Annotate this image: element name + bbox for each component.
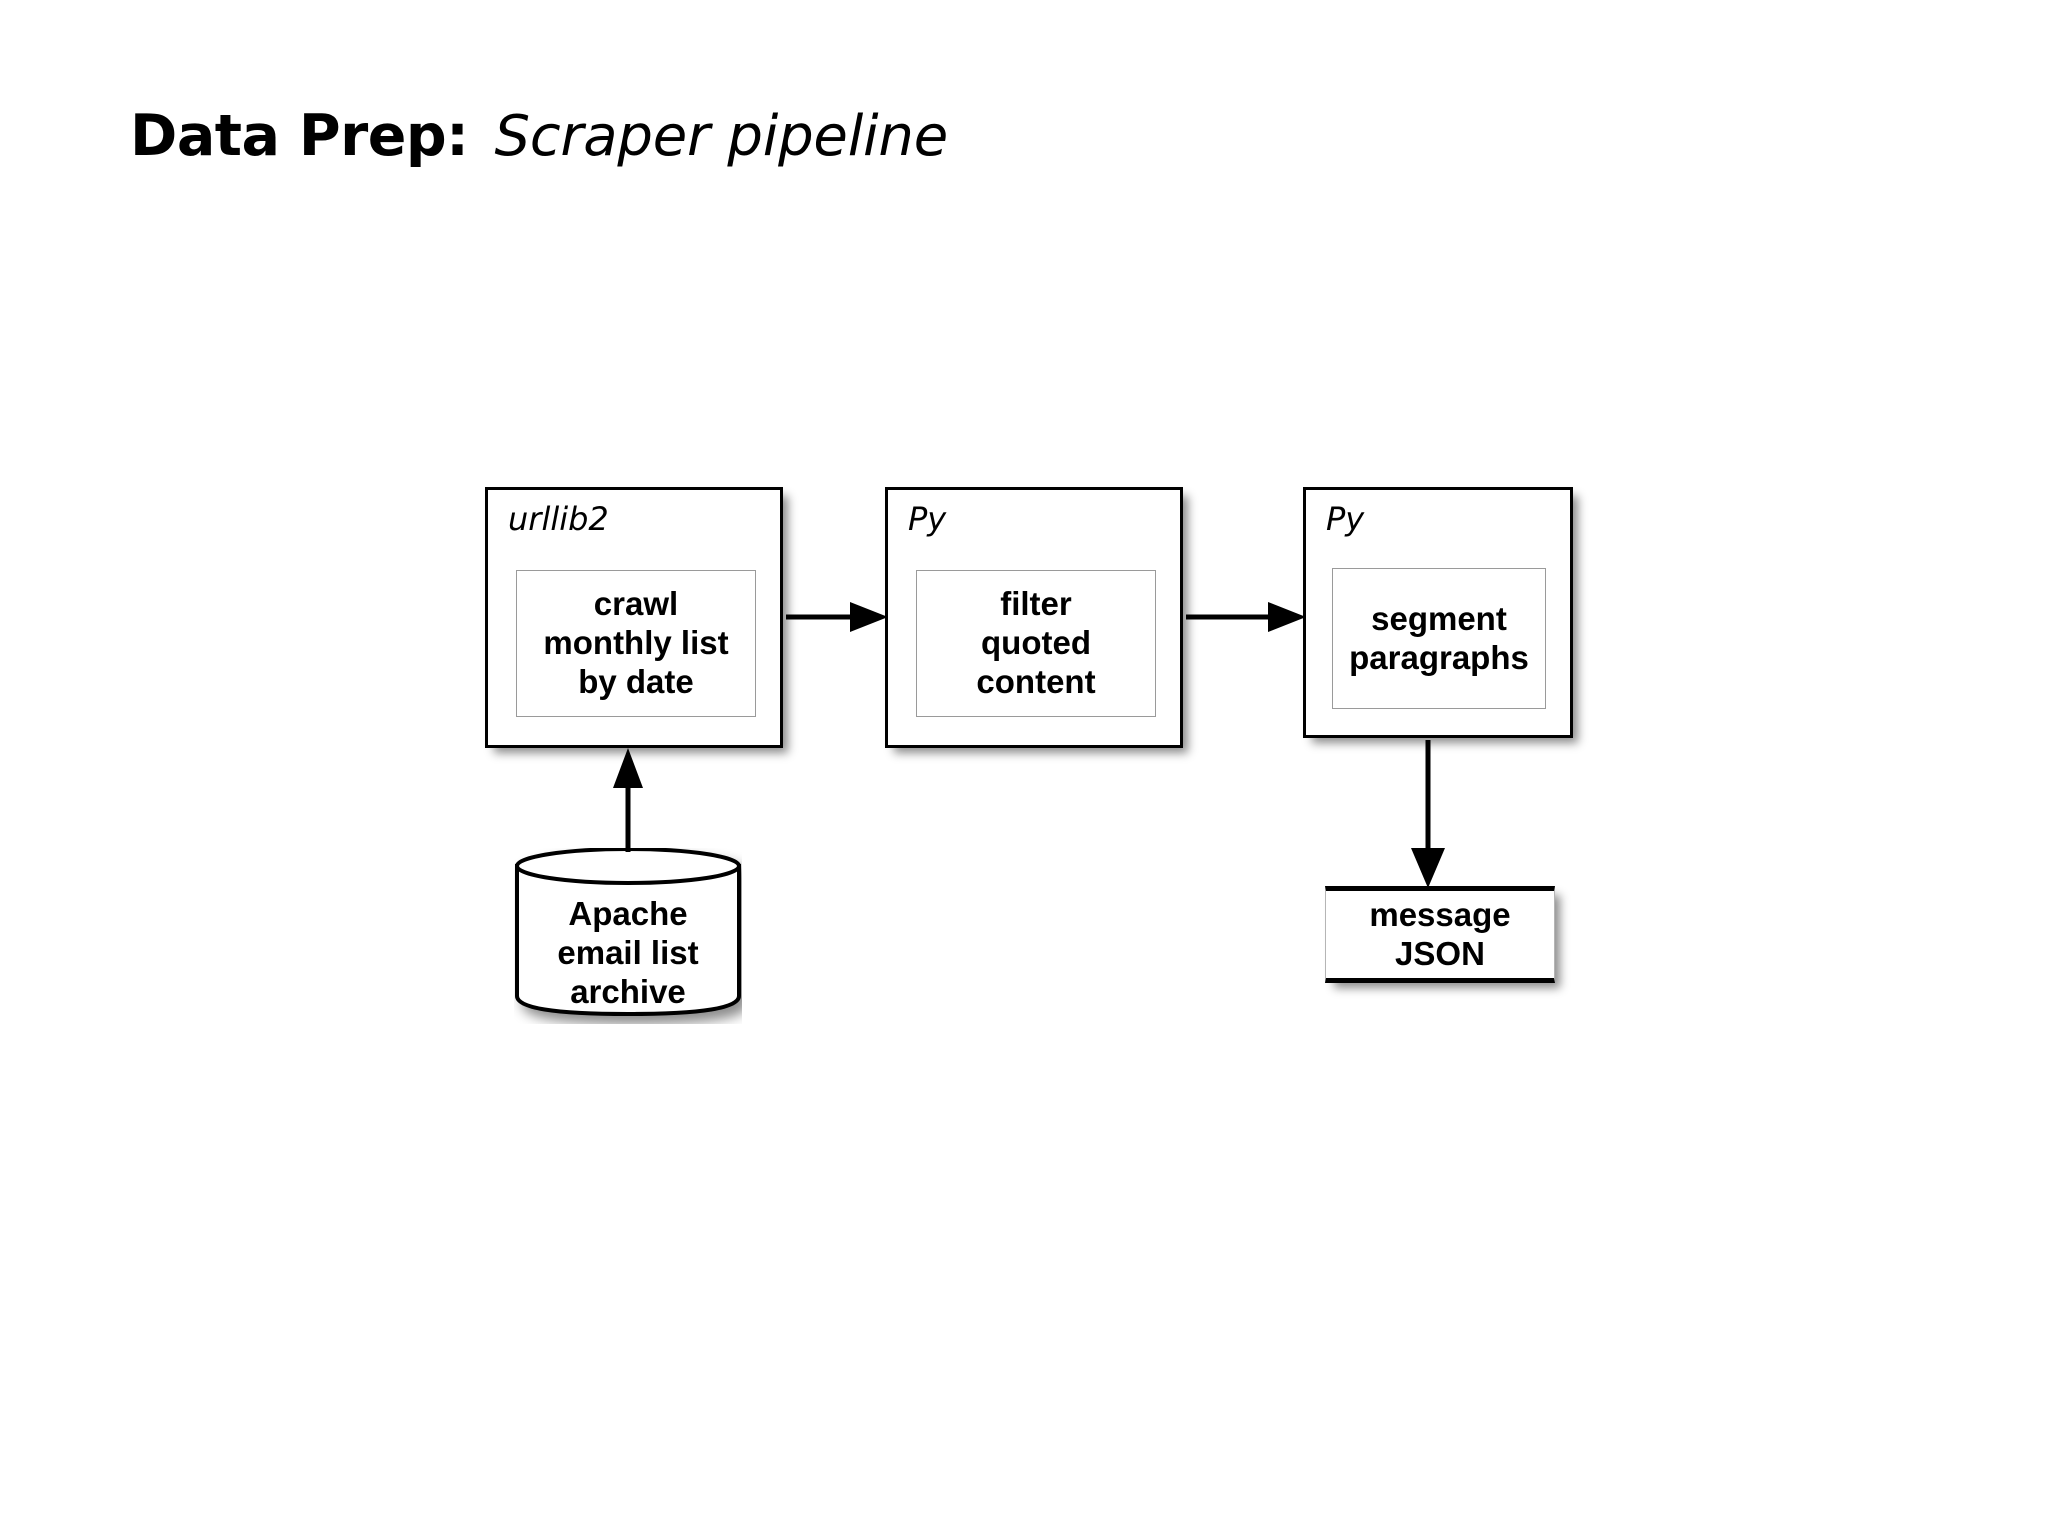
- node-crawl-inner-box: crawl monthly list by date: [516, 570, 756, 717]
- node-crawl[interactable]: urllib2 crawl monthly list by date: [485, 487, 783, 748]
- arrow-segment-to-output: [1411, 740, 1445, 888]
- node-filter-tech-label: Py: [908, 500, 947, 538]
- node-filter[interactable]: Py filter quoted content: [885, 487, 1183, 748]
- page-title-italic: Scraper pipeline: [494, 104, 948, 169]
- node-output-label: message JSON: [1369, 895, 1511, 972]
- node-segment-tech-label: Py: [1326, 500, 1365, 538]
- node-filter-inner-box: filter quoted content: [916, 570, 1156, 717]
- node-segment-label: segment paragraphs: [1349, 599, 1529, 676]
- arrow-filter-to-segment: [1186, 602, 1306, 632]
- arrow-archive-to-crawl: [613, 748, 643, 852]
- node-filter-label: filter quoted content: [976, 585, 1096, 700]
- node-crawl-label: crawl monthly list by date: [543, 585, 729, 700]
- arrow-crawl-to-filter: [786, 602, 888, 632]
- page-title: Data Prep:Scraper pipeline: [130, 108, 948, 165]
- node-segment-inner-box: segment paragraphs: [1332, 568, 1546, 709]
- node-archive-label: Apache email list archive: [557, 895, 699, 1010]
- node-segment[interactable]: Py segment paragraphs: [1303, 487, 1573, 738]
- node-output-json[interactable]: message JSON: [1325, 886, 1555, 983]
- page-title-bold: Data Prep:: [130, 103, 469, 169]
- node-archive-datastore[interactable]: Apache email list archive: [514, 848, 742, 1024]
- node-crawl-tech-label: urllib2: [508, 500, 609, 538]
